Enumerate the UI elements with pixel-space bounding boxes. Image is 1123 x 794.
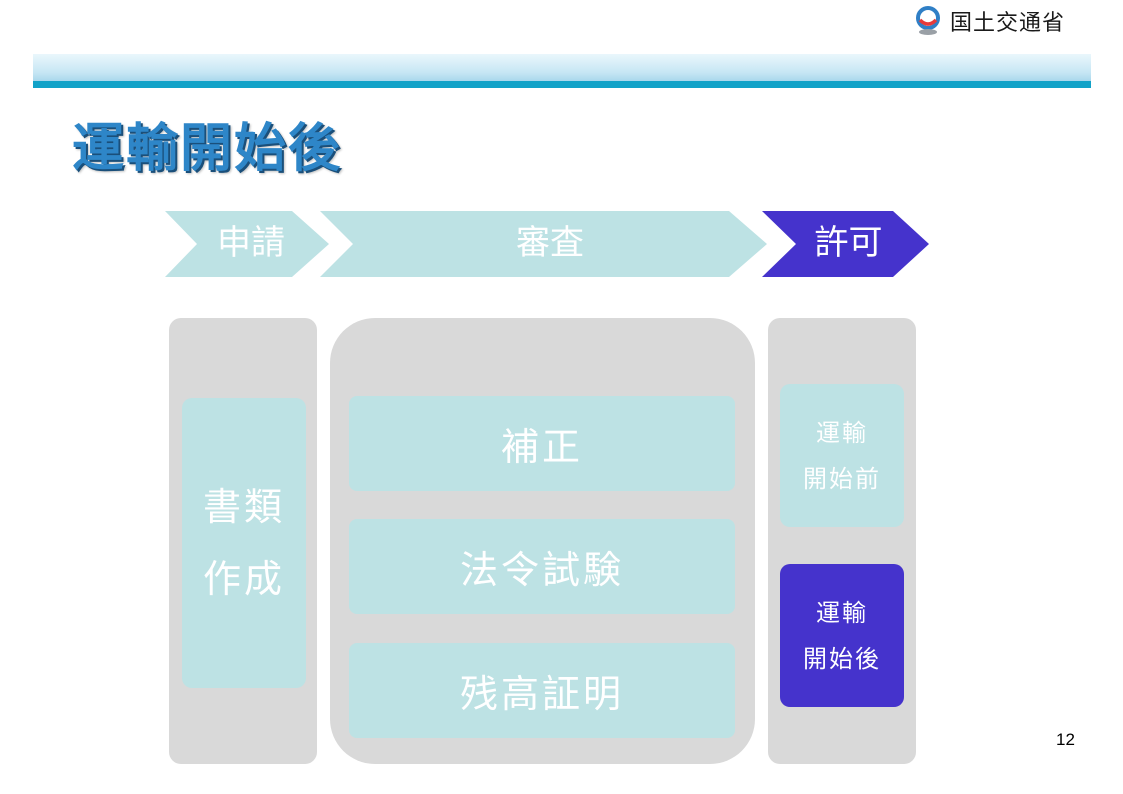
stage-label-application: 申請 [217,223,285,263]
step-line: 開始後 [803,644,881,673]
step-line: 開始前 [803,464,881,493]
step-legal-exam: 法令試験 [349,519,735,614]
page-number: 12 [1056,730,1075,749]
page-title: 運輸開始後 [72,119,343,179]
step-line: 作成 [202,557,285,601]
step-correction: 補正 [349,396,735,491]
step-after-operation: 運輸 開始後 [780,564,904,707]
step-line: 書類 [202,485,285,529]
mlit-logo-icon [916,6,940,35]
step-document-preparation: 書類 作成 [182,398,306,688]
step-balance-certificate: 残高証明 [349,643,735,738]
stage-chevron-permit [762,211,929,277]
step-line: 運輸 [816,418,868,447]
stage-chevron-review [320,211,767,277]
ministry-logo: 国土交通省 [914,4,1094,38]
stage-chevron-application [165,211,329,277]
ministry-name: 国土交通省 [950,11,1066,36]
stage-label-permit: 許可 [814,223,883,263]
stage-label-review: 審査 [516,223,584,263]
step-before-operation: 運輸 開始前 [780,384,904,527]
header-band-line [33,81,1091,88]
step-line: 運輸 [816,598,868,627]
